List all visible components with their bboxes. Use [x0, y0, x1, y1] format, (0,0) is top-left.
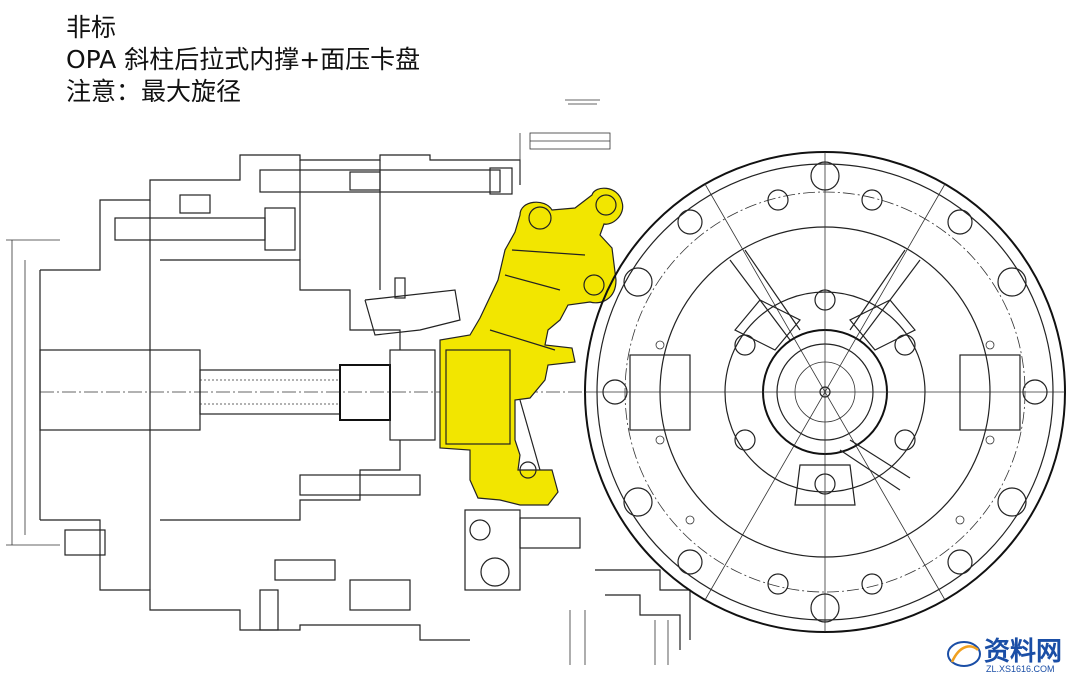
caption-line-2: OPA 斜柱后拉式内撑+面压卡盘	[66, 45, 421, 74]
highlighted-jaw-lever	[439, 187, 624, 506]
caption-line-3: 注意：最大旋径	[66, 77, 242, 106]
front-view-chuck	[584, 151, 1066, 633]
watermark-name: 资料网	[984, 636, 1062, 666]
watermark-logo: 资料网 ZL.XS1616.COM	[947, 636, 1062, 674]
caption-block: 非标 OPA 斜柱后拉式内撑+面压卡盘 注意：最大旋径	[66, 12, 420, 108]
watermark-swirl-icon	[947, 641, 981, 667]
watermark-url: ZL.XS1616.COM	[986, 664, 1055, 674]
caption-line-1: 非标	[66, 13, 117, 42]
side-section-view	[6, 99, 691, 665]
